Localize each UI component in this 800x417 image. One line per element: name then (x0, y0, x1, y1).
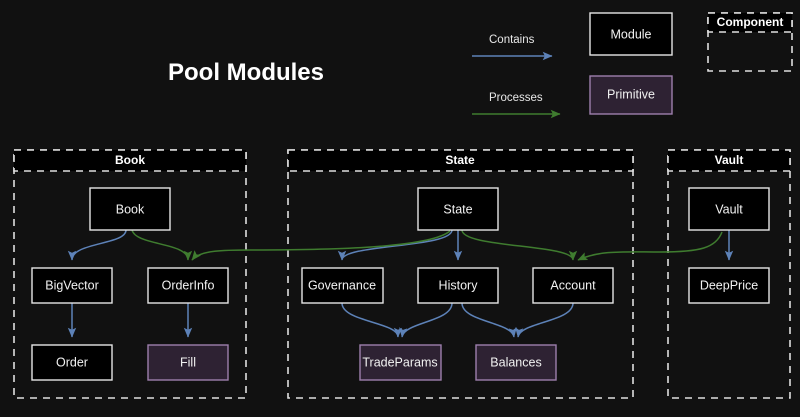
node-bigvector-label: BigVector (45, 278, 99, 292)
edge-history-balances (461, 302, 517, 338)
node-history-label: History (439, 278, 479, 292)
edge-state-governance (337, 229, 453, 261)
node-fill-label: Fill (180, 355, 196, 369)
edge-book-bigvector (67, 229, 127, 261)
legend-component-header (707, 12, 793, 33)
node-deepprice-box[interactable] (688, 267, 770, 304)
node-vault[interactable]: Vault (688, 187, 770, 231)
node-bigvector-box[interactable] (31, 267, 113, 304)
node-governance-box[interactable] (301, 267, 384, 304)
edge-vault-account (577, 231, 723, 261)
page-title: Pool Modules (168, 59, 324, 86)
node-book-box[interactable] (89, 187, 171, 231)
node-deepprice[interactable]: DeepPrice (688, 267, 770, 304)
component-book-outline (13, 149, 247, 399)
node-account-box[interactable] (532, 267, 614, 304)
legend-processes-label: Processes (489, 92, 543, 104)
legend-module: Module (589, 12, 673, 56)
node-governance-label: Governance (308, 278, 376, 292)
node-history-box[interactable] (417, 267, 499, 304)
node-order-label: Order (56, 355, 88, 369)
node-account[interactable]: Account (532, 267, 614, 304)
edge-governance-tradeparams (341, 302, 403, 338)
node-governance[interactable]: Governance (301, 267, 384, 304)
node-vault-box[interactable] (688, 187, 770, 231)
component-state: State (287, 149, 634, 399)
node-order[interactable]: Order (31, 344, 113, 381)
legend-contains: Contains (472, 34, 553, 61)
node-vault-label: Vault (715, 202, 743, 216)
node-state[interactable]: State (417, 187, 499, 231)
edge-state-orderinfo (191, 230, 451, 261)
node-fill-box[interactable] (147, 344, 229, 381)
component-book: Book (13, 149, 247, 399)
legend-primitive: Primitive (589, 75, 673, 115)
node-orderinfo-box[interactable] (147, 267, 229, 304)
node-balances-label: Balances (490, 355, 541, 369)
legend-processes: Processes (472, 92, 561, 119)
node-account-label: Account (550, 278, 596, 292)
node-deepprice-label: DeepPrice (700, 278, 758, 292)
component-state-header (287, 149, 634, 172)
node-state-box[interactable] (417, 187, 499, 231)
node-history[interactable]: History (417, 267, 499, 304)
component-vault-header (667, 149, 791, 172)
component-vault: Vault (667, 149, 791, 399)
edge-history-tradeparams (399, 302, 453, 338)
component-state-label: State (445, 153, 475, 167)
legend-primitive-label: Primitive (607, 87, 655, 101)
node-book-label: Book (116, 202, 145, 216)
legend-component: Component (707, 12, 793, 72)
legend-contains-label: Contains (489, 34, 535, 46)
node-tradeparams-label: TradeParams (362, 355, 437, 369)
node-tradeparams-box[interactable] (359, 344, 442, 381)
component-vault-outline (667, 149, 791, 399)
legend-module-label: Module (611, 27, 652, 41)
node-orderinfo-label: OrderInfo (162, 278, 215, 292)
edge-account-balances (515, 302, 574, 338)
edge-book-orderinfo (131, 229, 193, 261)
legend-component-label: Component (717, 15, 784, 29)
component-vault-label: Vault (715, 153, 744, 167)
component-book-label: Book (115, 153, 145, 167)
node-orderinfo[interactable]: OrderInfo (147, 267, 229, 304)
component-book-header (13, 149, 247, 172)
node-bigvector[interactable]: BigVector (31, 267, 113, 304)
node-balances[interactable]: Balances (475, 344, 557, 381)
node-balances-box[interactable] (475, 344, 557, 381)
edge-state-account (461, 229, 578, 261)
node-order-box[interactable] (31, 344, 113, 381)
node-book[interactable]: Book (89, 187, 171, 231)
legend-module-box (589, 12, 673, 56)
node-fill[interactable]: Fill (147, 344, 229, 381)
node-tradeparams[interactable]: TradeParams (359, 344, 442, 381)
legend-primitive-box (589, 75, 673, 115)
node-state-label: State (443, 202, 472, 216)
